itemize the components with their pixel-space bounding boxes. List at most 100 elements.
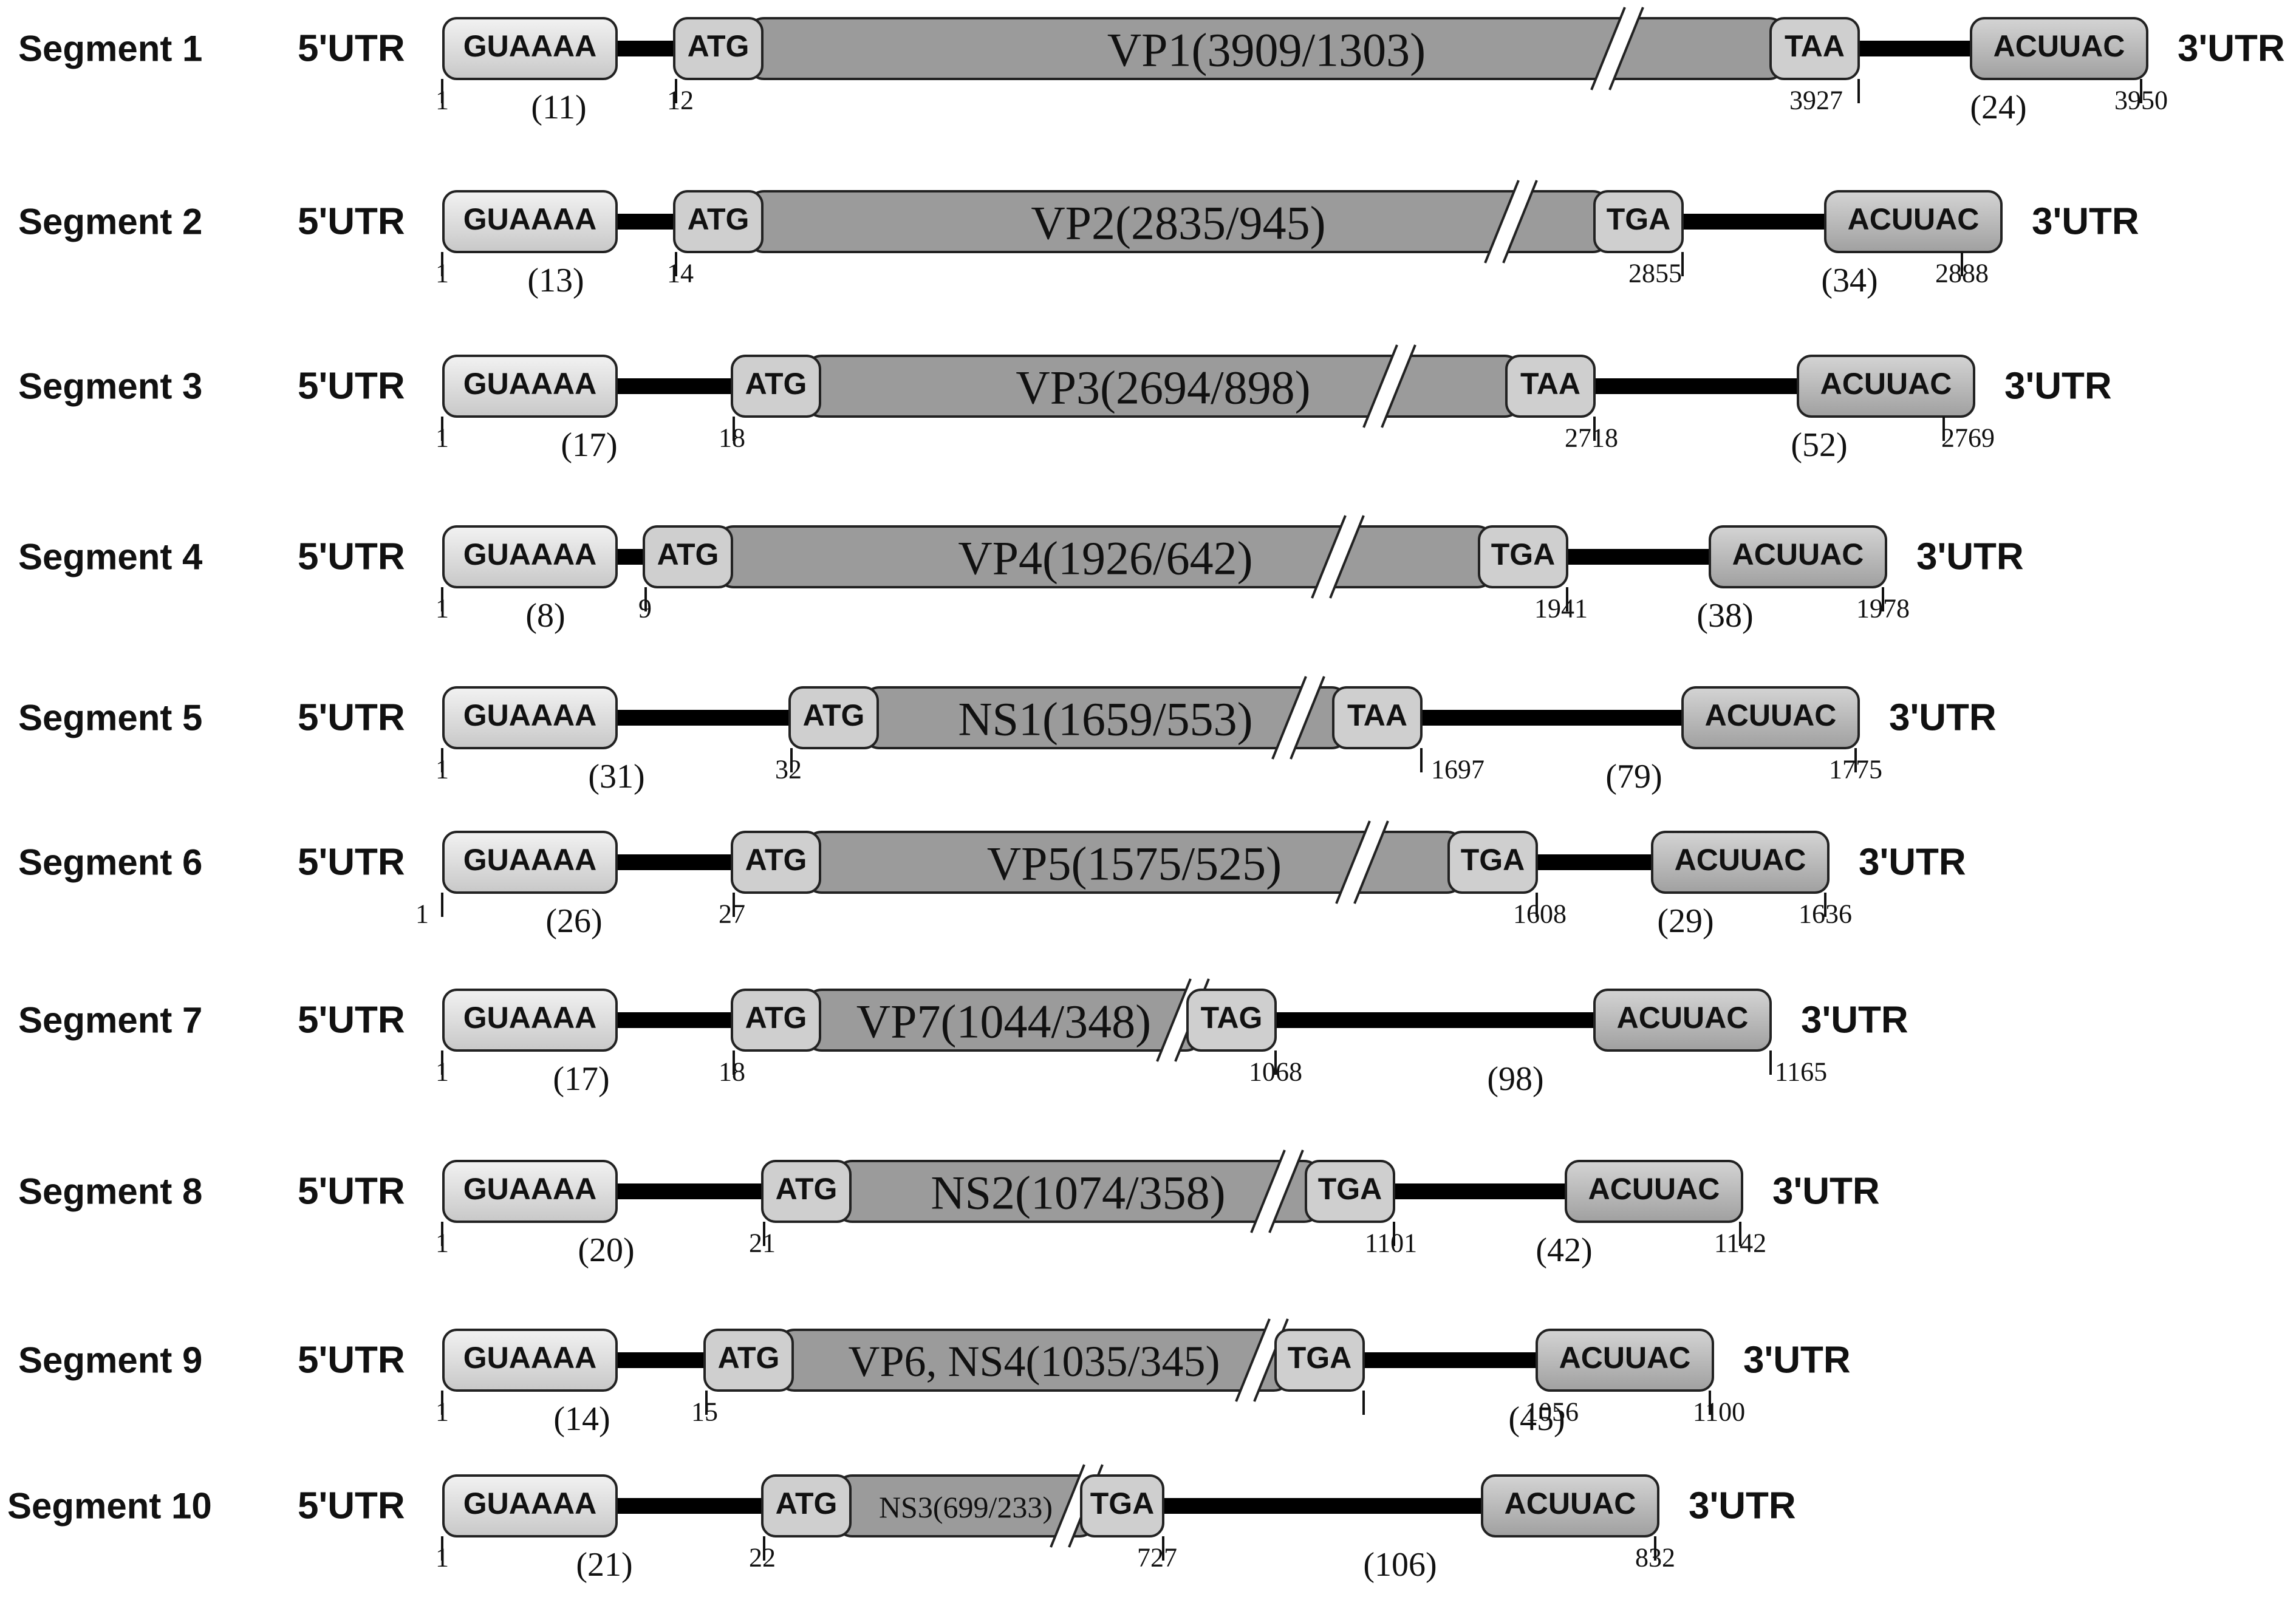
utr5-label: 5'UTR <box>298 366 405 407</box>
motif3-label: ACUUAC <box>1505 1486 1636 1520</box>
break-mark <box>1484 180 1538 264</box>
utr3-line <box>1859 41 1971 56</box>
stop-codon-label: TGA <box>1090 1486 1155 1520</box>
stop-codon-label: TGA <box>1318 1172 1382 1206</box>
motif3-box <box>1651 831 1830 894</box>
stop-codon-box <box>1186 989 1277 1052</box>
stop-codon-box <box>1769 17 1860 80</box>
motif3-box <box>1681 686 1860 749</box>
start-codon-box <box>731 355 821 418</box>
utr5-line <box>617 214 674 230</box>
start-codon-box <box>788 686 879 749</box>
utr3-label: 3'UTR <box>2032 201 2139 243</box>
position-atg: 22 <box>749 1543 776 1573</box>
start-codon-label: ATG <box>657 537 719 571</box>
position-stop: 1608 <box>1513 899 1567 929</box>
motif3-label: ACUUAC <box>1559 1341 1691 1375</box>
utr3-label: 3'UTR <box>1859 842 1966 884</box>
orf-label: VP4(1926/642) <box>958 532 1252 585</box>
utr3-length: (45) <box>1508 1400 1565 1438</box>
orf-label: VP6, NS4(1035/345) <box>848 1337 1220 1386</box>
motif3-label: ACUUAC <box>1732 537 1864 571</box>
position-start: 1 <box>436 755 449 785</box>
utr5-line <box>617 41 674 56</box>
utr5-line <box>617 378 732 394</box>
utr5-length: (11) <box>531 89 586 126</box>
utr5-length: (31) <box>588 758 644 795</box>
utr3-label: 3'UTR <box>2178 28 2285 70</box>
orf-label: VP7(1044/348) <box>856 995 1151 1048</box>
utr3-line <box>1163 1498 1482 1514</box>
stop-codon-label: TAG <box>1201 1001 1263 1035</box>
utr3-label: 3'UTR <box>1743 1340 1851 1381</box>
position-stop: 2718 <box>1565 423 1618 453</box>
motif5-box <box>442 190 618 253</box>
position-start: 1 <box>436 594 449 624</box>
utr3-length: (29) <box>1657 902 1713 940</box>
utr3-length: (38) <box>1696 597 1753 635</box>
break-mark <box>1362 344 1416 428</box>
position-atg: 14 <box>667 259 694 288</box>
break-mark <box>1271 676 1325 760</box>
utr5-length: (17) <box>553 1060 609 1098</box>
start-codon-label: ATG <box>718 1341 780 1375</box>
start-codon-label: ATG <box>745 367 807 401</box>
segment-label: Segment 1 <box>18 29 202 69</box>
utr3-length: (106) <box>1363 1546 1437 1584</box>
stop-codon-label: TGA <box>1491 537 1556 571</box>
start-codon-box <box>731 989 821 1052</box>
utr5-line <box>617 549 644 565</box>
start-codon-box <box>673 190 764 253</box>
orf-label: NS3(699/233) <box>879 1490 1053 1524</box>
utr5-label: 5'UTR <box>298 1171 405 1213</box>
motif3-box <box>1797 355 1975 418</box>
segment-label: Segment 8 <box>18 1171 202 1212</box>
position-atg: 9 <box>638 594 652 624</box>
start-codon-label: ATG <box>745 843 807 877</box>
stop-codon-box <box>1447 831 1538 894</box>
utr3-label: 3'UTR <box>1772 1171 1880 1213</box>
utr3-label: 3'UTR <box>1801 999 1908 1041</box>
motif3-label: ACUUAC <box>1675 843 1806 877</box>
utr5-length: (8) <box>525 597 565 635</box>
utr5-length: (17) <box>561 426 617 464</box>
motif5-label: GUAAAA <box>463 29 596 63</box>
segment-label: Segment 3 <box>18 366 202 407</box>
utr3-line <box>1567 549 1710 565</box>
motif3-label: ACUUAC <box>1588 1172 1720 1206</box>
stop-codon-label: TGA <box>1461 843 1525 877</box>
break-mark <box>1250 1149 1304 1233</box>
stop-codon-box <box>1593 190 1684 253</box>
motif3-box <box>1970 17 2148 80</box>
stop-codon-label: TGA <box>1607 202 1671 236</box>
motif3-box <box>1565 1160 1743 1223</box>
position-atg: 21 <box>749 1228 776 1258</box>
motif5-label: GUAAAA <box>463 1341 596 1375</box>
motif5-box <box>442 17 618 80</box>
utr5-label: 5'UTR <box>298 999 405 1041</box>
stop-codon-box <box>1332 686 1423 749</box>
motif5-label: GUAAAA <box>463 698 596 732</box>
utr5-length: (14) <box>553 1400 610 1438</box>
position-stop: 1101 <box>1365 1228 1417 1258</box>
utr3-line <box>1421 710 1683 726</box>
motif5-box <box>442 831 618 894</box>
motif3-box <box>1709 525 1887 588</box>
motif5-label: GUAAAA <box>463 202 596 236</box>
orf-label: NS1(1659/553) <box>958 693 1252 746</box>
motif3-label: ACUUAC <box>1705 698 1837 732</box>
utr3-length: (34) <box>1821 262 1877 299</box>
position-start: 1 <box>436 1228 449 1258</box>
orf-label: NS2(1074/358) <box>931 1166 1225 1219</box>
utr5-label: 5'UTR <box>298 28 405 70</box>
utr5-line <box>617 710 790 726</box>
motif5-box <box>442 989 618 1052</box>
motif3-label: ACUUAC <box>1820 367 1952 401</box>
motif5-label: GUAAAA <box>463 537 596 571</box>
position-stop: 1697 <box>1431 755 1485 785</box>
